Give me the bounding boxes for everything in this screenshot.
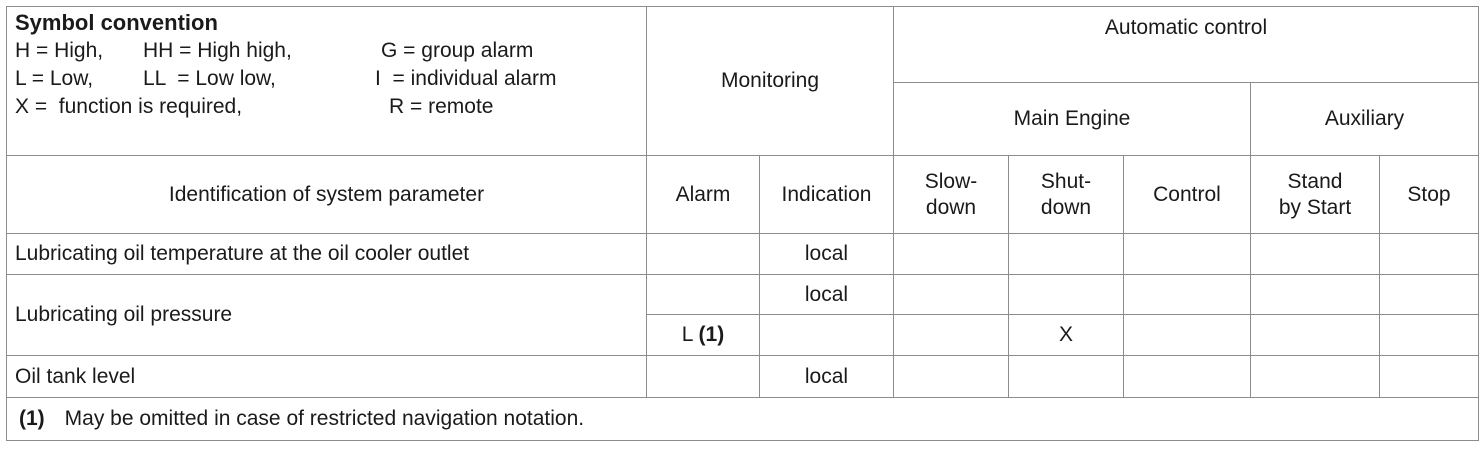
indication-cell (759, 314, 894, 356)
auxiliary-header: Auxiliary (1249, 82, 1480, 156)
standby-cell (1250, 274, 1380, 315)
slowdown-header-line-2: down (925, 195, 977, 219)
slowdown-header: Slow- down (893, 155, 1009, 234)
main-engine-header: Main Engine (893, 82, 1251, 156)
legend-group-alarm: G = group alarm (381, 39, 534, 63)
standby-header-line-1: Stand (1287, 170, 1343, 194)
legend-high: H = High, (15, 39, 104, 63)
automatic-control-header: Automatic control (892, 6, 1480, 83)
shutdown-cell (1008, 274, 1124, 315)
legend-individual-alarm: I = individual alarm (375, 67, 557, 91)
control-cell (1123, 274, 1251, 315)
indication-cell: local (759, 233, 894, 275)
control-cell (1123, 233, 1251, 275)
legend-row-2: L = Low, LL = Low low, I = individual al… (15, 65, 638, 93)
parameter-cell: Lubricating oil pressure (6, 274, 647, 356)
footnote-text: May be omitted in case of restricted nav… (64, 407, 585, 431)
stop-cell (1378, 355, 1480, 398)
alarm-cell (646, 233, 760, 275)
table-row: L (1) X (7, 314, 1480, 356)
slowdown-cell (893, 355, 1009, 398)
standby-start-header: Stand by Start (1250, 155, 1380, 234)
legend-title: Symbol convention (15, 10, 218, 35)
shutdown-cell (1008, 355, 1124, 398)
footnote: (1) May be omitted in case of restricted … (5, 397, 1480, 441)
standby-cell (1250, 314, 1380, 356)
alarm-cell: L (1) (646, 314, 760, 356)
control-cell (1123, 314, 1251, 356)
indication-cell: local (759, 274, 894, 315)
legend-high-high: HH = High high, (143, 39, 292, 63)
stop-cell (1378, 274, 1480, 315)
alarm-cell (646, 355, 760, 398)
legend-row-1: H = High, HH = High high, G = group alar… (15, 37, 638, 65)
stop-cell (1378, 314, 1480, 356)
legend-function-required: X = function is required, (15, 94, 243, 118)
legend-row-3: X = function is required, R = remote (15, 93, 638, 121)
parameter-cell: Oil tank level (6, 355, 647, 398)
stop-cell (1378, 233, 1480, 275)
slowdown-cell (893, 274, 1009, 315)
footnote-number: (1) (19, 407, 45, 431)
table-row: Oil tank level local (6, 355, 1480, 398)
table-row: Lubricating oil pressure local (6, 274, 1480, 356)
indication-cell: local (759, 355, 894, 398)
monitoring-table: Symbol convention H = High, HH = High hi… (5, 6, 1480, 441)
slowdown-cell (893, 233, 1009, 275)
indication-header: Indication (759, 155, 894, 234)
control-header: Control (1123, 155, 1251, 234)
alarm-header: Alarm (646, 155, 760, 234)
symbol-convention-legend: Symbol convention H = High, HH = High hi… (6, 6, 647, 156)
parameter-cell: Lubricating oil temperature at the oil c… (6, 233, 647, 275)
standby-header-line-2: by Start (1278, 195, 1352, 219)
slowdown-header-line-1: Slow- (924, 170, 978, 194)
alarm-footnote-ref: (1) (698, 323, 725, 347)
alarm-level: L (681, 323, 693, 347)
monitoring-header: Monitoring (646, 6, 894, 156)
control-cell (1123, 355, 1251, 398)
shutdown-header-line-2: down (1040, 195, 1092, 219)
table-row: Lubricating oil temperature at the oil c… (6, 233, 1480, 275)
shutdown-cell: X (1008, 314, 1124, 356)
legend-low-low: LL = Low low, (143, 67, 276, 91)
identification-header: Identification of system parameter (6, 155, 647, 234)
shutdown-cell (1008, 233, 1124, 275)
slowdown-cell (893, 314, 1009, 356)
legend-remote: R = remote (389, 94, 494, 118)
shutdown-header-line-1: Shut- (1040, 170, 1092, 194)
legend-low: L = Low, (15, 67, 94, 91)
stop-header: Stop (1378, 155, 1480, 234)
shutdown-header: Shut- down (1008, 155, 1124, 234)
standby-cell (1250, 233, 1380, 275)
standby-cell (1250, 355, 1380, 398)
alarm-cell (646, 274, 760, 315)
